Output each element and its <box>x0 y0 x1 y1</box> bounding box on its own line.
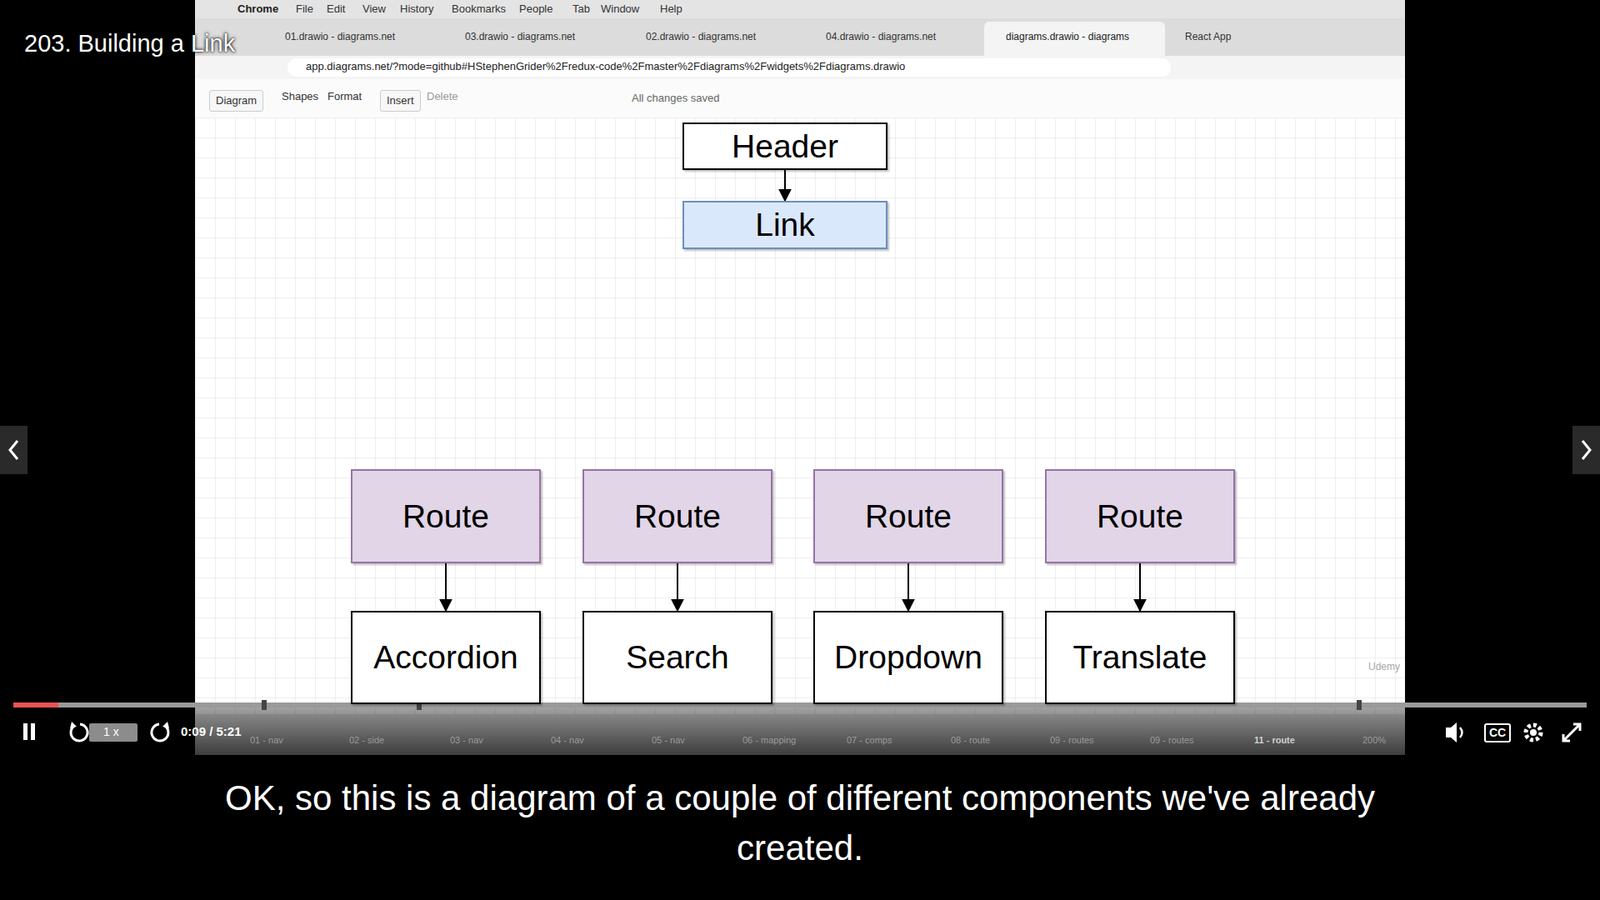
page-tab: 07 - comps <box>846 735 892 746</box>
tab-title: 01.drawio - diagrams.net <box>285 30 395 43</box>
component-box: Route <box>1045 469 1235 564</box>
page-tab: 05 - nav <box>651 735 685 746</box>
box-label: Route <box>1096 498 1184 535</box>
menu-item: Edit <box>326 2 345 16</box>
toolbar-item: Insert <box>380 90 421 112</box>
page-tab: 08 - route <box>950 735 990 746</box>
arrow-connector <box>445 563 447 611</box>
page-tab: 11 - route <box>1254 735 1295 746</box>
subtitle-caption: OK, so this is a diagram of a couple of … <box>216 773 1384 874</box>
box-label: Search <box>625 639 730 676</box>
page-tab: 09 - routes <box>1050 735 1095 746</box>
page-tab: 03 - nav <box>450 735 484 746</box>
tab-title: React App <box>1185 30 1231 43</box>
toolbar-item: Format <box>327 90 362 104</box>
player-control: 0:09 / 5:21 <box>180 724 242 740</box>
arrow-connector <box>676 563 679 611</box>
arrow-connector <box>784 170 786 201</box>
box-label: Route <box>634 498 721 535</box>
watermark: Udemy <box>1368 660 1400 673</box>
menu-item: Tab <box>572 2 590 16</box>
prev-button <box>0 425 28 475</box>
toolbar-item: Shapes <box>281 90 319 104</box>
menu-item: Chrome <box>237 2 279 16</box>
component-box: Dropdown <box>813 610 1004 705</box>
box-label: Header <box>731 128 839 165</box>
page-tab: 09 - routes <box>1150 735 1195 746</box>
menu-item: View <box>362 2 386 16</box>
menu-item: Help <box>660 2 683 16</box>
toolbar-item: Delete <box>426 90 459 104</box>
menu-item: History <box>400 2 434 16</box>
tab-title: 03.drawio - diagrams.net <box>465 30 575 43</box>
url-text: app.diagrams.net/?mode=github#HStephenGr… <box>305 60 905 74</box>
box-label: Link <box>755 206 815 244</box>
box-label: Translate <box>1072 639 1207 676</box>
box-label: Route <box>865 498 952 535</box>
next-button <box>1572 425 1600 475</box>
component-box: Route <box>813 469 1004 564</box>
menu-item: Window <box>600 2 640 16</box>
arrow-connector <box>907 563 910 611</box>
box-label: Accordion <box>373 639 518 676</box>
page-tab: 200% <box>1362 735 1386 746</box>
page-tab: 04 - nav <box>550 735 585 746</box>
component-box: Link <box>682 200 888 250</box>
page-tab: 06 - mapping <box>742 735 796 746</box>
player-control: 1 x <box>103 725 120 740</box>
component-box: Search <box>582 610 773 705</box>
lecture-title: 203. Building a Link <box>24 29 235 59</box>
toolbar-item: Diagram <box>209 90 264 112</box>
tab-title: 04.drawio - diagrams.net <box>825 30 936 43</box>
component-box: Accordion <box>350 610 541 705</box>
page-tab: 01 - nav <box>250 735 284 746</box>
component-box: Route <box>582 469 773 564</box>
tab-title: diagrams.drawio - diagrams <box>1005 30 1130 43</box>
menu-item: Bookmarks <box>451 2 506 16</box>
arrow-connector <box>1139 563 1141 611</box>
box-label: Route <box>402 498 490 535</box>
component-box: Route <box>350 469 541 564</box>
toolbar <box>195 79 1405 119</box>
component-box: Translate <box>1045 610 1235 705</box>
component-box: Header <box>682 122 888 170</box>
menu-item: People <box>519 2 553 16</box>
player-control: CC <box>1484 723 1511 743</box>
menu-item: File <box>295 2 314 16</box>
box-label: Dropdown <box>834 639 983 676</box>
tab-title: 02.drawio - diagrams.net <box>645 30 756 43</box>
toolbar-item: All changes saved <box>631 91 720 105</box>
page-tab: 02 - side <box>349 735 385 746</box>
